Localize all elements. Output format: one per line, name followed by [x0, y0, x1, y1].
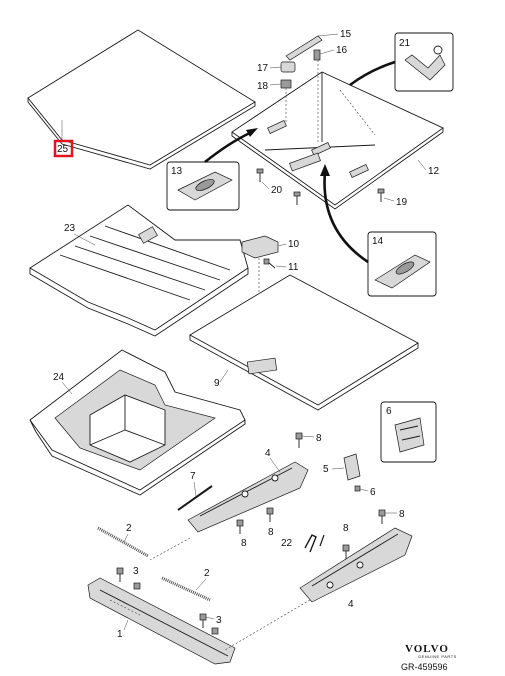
inset-21[interactable] [394, 32, 454, 92]
label-25: 25 [57, 144, 69, 155]
part-25-floor-mat[interactable] [27, 29, 256, 170]
label-24: 24 [53, 372, 65, 383]
label-16: 16 [336, 45, 348, 56]
label-17: 17 [257, 63, 269, 74]
part-24-tub[interactable] [29, 349, 246, 496]
inset-13[interactable] [166, 161, 240, 211]
part-19-screw[interactable] [377, 188, 385, 202]
label-12: 12 [428, 166, 440, 177]
label-4-upper: 4 [265, 448, 271, 459]
brand-logo: VOLVO [405, 643, 449, 655]
part-5-cover[interactable] [343, 453, 361, 481]
arrow-13 [204, 130, 253, 164]
arrow-14 [323, 171, 369, 264]
label-1: 1 [117, 629, 123, 640]
part-8-bolt-b[interactable] [236, 519, 244, 534]
label-8d: 8 [399, 509, 405, 520]
part-20-screw[interactable] [256, 168, 301, 205]
part-4-rail-upper[interactable] [187, 461, 309, 533]
label-13: 13 [171, 166, 183, 177]
part-12-dash-link [339, 89, 376, 136]
link-line-1 [149, 537, 191, 561]
part-8-bolt-e[interactable] [342, 544, 350, 559]
label-8b: 8 [241, 538, 247, 549]
part-10-latch[interactable] [241, 235, 279, 259]
inset-6[interactable] [380, 401, 437, 463]
label-6: 6 [370, 487, 376, 498]
label-5: 5 [323, 464, 329, 475]
part-15-handle[interactable] [285, 35, 323, 61]
label-20: 20 [271, 185, 283, 196]
inset-14[interactable] [367, 231, 437, 297]
label-15: 15 [340, 29, 352, 40]
part-22-clip[interactable] [304, 534, 325, 553]
label-14: 14 [372, 236, 384, 247]
label-3b: 3 [216, 615, 222, 626]
part-23-tray[interactable] [29, 204, 249, 337]
part-16-clip[interactable] [313, 49, 321, 61]
label-4-lower: 4 [348, 599, 354, 610]
label-23: 23 [64, 223, 76, 234]
part-17-cap[interactable] [280, 61, 296, 73]
part-8-bolt-f[interactable] [211, 627, 219, 635]
label-8e: 8 [343, 523, 349, 534]
reference-code: GR-459596 [401, 662, 448, 672]
label-18: 18 [257, 81, 269, 92]
arrow-21 [349, 60, 396, 87]
label-8c: 8 [268, 527, 274, 538]
link-line-2 [224, 599, 311, 651]
brand-tagline: GENUINE PARTS [418, 654, 457, 659]
label-21: 21 [399, 38, 411, 49]
part-2-strip-b[interactable] [161, 576, 211, 602]
part-2-strip-a[interactable] [97, 526, 149, 558]
part-8-bolt-c[interactable] [266, 507, 274, 522]
label-8a: 8 [316, 433, 322, 444]
part-4-rail-lower[interactable] [299, 527, 413, 603]
label-22: 22 [281, 538, 293, 549]
part-12-load-floor[interactable] [231, 71, 444, 210]
label-10: 10 [288, 239, 300, 250]
label-7: 7 [190, 471, 196, 482]
part-18-bracket[interactable] [280, 79, 292, 89]
part-8-bolt-d[interactable] [378, 509, 386, 524]
part-3-screw-b[interactable] [199, 613, 207, 628]
label-19: 19 [396, 197, 408, 208]
label-6-inset: 6 [386, 406, 392, 417]
label-11: 11 [288, 262, 299, 273]
part-6-nut[interactable] [354, 485, 361, 492]
part-3-screw-a[interactable] [116, 567, 141, 590]
part-1-sill-plate[interactable] [87, 577, 236, 665]
part-9-floor-panel[interactable] [189, 274, 419, 411]
part-25-highlight [53, 139, 74, 158]
label-2b: 2 [204, 568, 210, 579]
part-11-screw[interactable] [263, 258, 276, 269]
label-9: 9 [214, 378, 220, 389]
label-3a: 3 [133, 566, 139, 577]
part-8-bolt-a[interactable] [295, 432, 303, 448]
part-7-strap[interactable] [177, 485, 213, 511]
label-2a: 2 [126, 523, 132, 534]
